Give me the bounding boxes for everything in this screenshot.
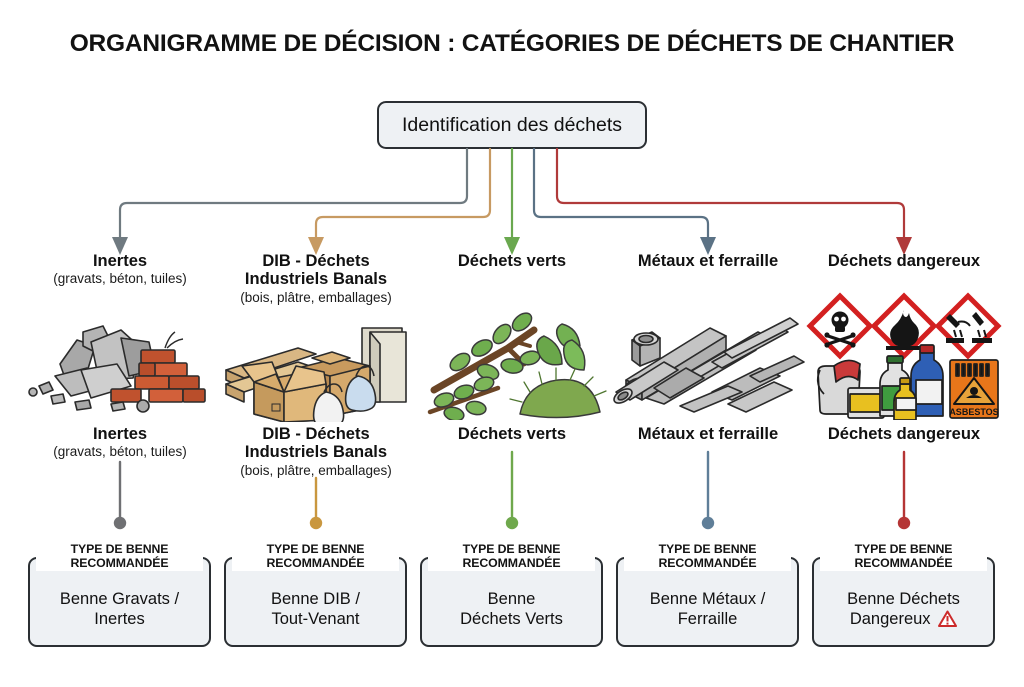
recommendation-legend-line2-inertes: RECOMMANDÉE <box>70 555 169 570</box>
category-title-repeat-inertes-main: Inertes <box>92 425 148 443</box>
category-verts: Déchets verts <box>412 252 612 270</box>
recommendation-line2-metaux: Ferraille <box>677 610 738 629</box>
category-dangereux: Déchets dangereux <box>804 252 1004 270</box>
category-title-repeat-verts-main: Déchets verts <box>457 425 567 443</box>
recommendation-text-verts: Benne Déchets Verts <box>420 589 603 629</box>
metal-pipes-beams-illustration <box>608 306 808 414</box>
recommendation-legend-line2-dib: RECOMMANDÉE <box>266 555 365 570</box>
recommendation-legend-verts: TYPE DE BENNE RECOMMANDÉE <box>428 542 595 571</box>
recommendation-line2-inertes: Inertes <box>94 610 145 629</box>
category-title-repeat-dangereux: Déchets dangereux <box>804 425 1004 443</box>
category-title-dib-line2: Industriels Banals <box>244 270 388 289</box>
stem-dib <box>309 476 323 530</box>
rubble-bricks-illustration <box>20 312 220 420</box>
stem-metaux <box>701 450 715 530</box>
recommendation-line2-dangereux: Dangereux <box>849 610 931 629</box>
category-title-repeat-dangereux-main: Déchets dangereux <box>827 425 981 443</box>
skull-crossbones-icon <box>806 292 874 360</box>
recommendation-legend-line1-metaux: TYPE DE BENNE <box>658 542 757 556</box>
category-title-repeat-metaux: Métaux et ferraille <box>608 425 808 443</box>
recommendation-box-metaux[interactable]: TYPE DE BENNE RECOMMANDÉE Benne Métaux /… <box>616 542 799 647</box>
recommendation-box-inertes[interactable]: TYPE DE BENNE RECOMMANDÉE Benne Gravats … <box>28 542 211 647</box>
asbestos-label: ASBESTOS <box>949 407 998 417</box>
flame-icon <box>870 292 938 360</box>
category-subtitle-inertes: (gravats, béton, tuiles) <box>53 271 187 287</box>
recommendation-line2-dib: Tout-Venant <box>271 610 360 629</box>
recommendation-line1-metaux: Benne Métaux / <box>649 590 766 608</box>
recommendation-text-metaux: Benne Métaux / Ferraille <box>616 589 799 629</box>
category-title-dib: DIB - Déchets Industriels Banals <box>216 252 416 289</box>
category-title-verts: Déchets verts <box>457 252 567 270</box>
recommendation-legend-line1-verts: TYPE DE BENNE <box>462 542 561 556</box>
recommendation-frame-dangereux <box>812 557 995 647</box>
recommendation-legend-dib: TYPE DE BENNE RECOMMANDÉE <box>232 542 399 571</box>
stem-inertes <box>113 460 127 530</box>
recommendation-legend-line1-dangereux: TYPE DE BENNE <box>854 542 953 556</box>
stem-verts <box>505 450 519 530</box>
category-title-repeat-dib-line2: Industriels Banals <box>244 443 388 462</box>
category-metaux: Métaux et ferraille <box>608 252 808 270</box>
cardboard-wood-bags-illustration <box>216 322 416 430</box>
recommendation-text-inertes: Benne Gravats / Inertes <box>28 589 211 629</box>
recommendation-legend-line1-dib: TYPE DE BENNE <box>266 542 365 556</box>
recommendation-legend-line1-inertes: TYPE DE BENNE <box>70 542 169 556</box>
recommendation-legend-inertes: TYPE DE BENNE RECOMMANDÉE <box>36 542 203 571</box>
category-dib: DIB - Déchets Industriels Banals (bois, … <box>216 252 416 305</box>
category-title-repeat-verts: Déchets verts <box>412 425 612 443</box>
category-title-dib-line1: DIB - Déchets <box>262 252 370 270</box>
recommendation-line1-dangereux: Benne Déchets <box>847 590 960 608</box>
connector-verts <box>504 147 520 255</box>
category-subtitle-repeat-inertes: (gravats, béton, tuiles) <box>53 444 187 460</box>
category-title-repeat-inertes: Inertes (gravats, béton, tuiles) <box>20 425 220 460</box>
category-subtitle-repeat-dib: (bois, plâtre, emballages) <box>240 462 392 478</box>
root-node-identification[interactable]: Identification des déchets <box>377 101 647 149</box>
root-node-label: Identification des déchets <box>401 113 623 136</box>
category-title-dangereux: Déchets dangereux <box>827 252 981 270</box>
recommendation-legend-line2-verts: RECOMMANDÉE <box>462 555 561 570</box>
recommendation-legend-dangereux: TYPE DE BENNE RECOMMANDÉE <box>820 542 987 571</box>
recommendation-legend-line2-metaux: RECOMMANDÉE <box>658 555 757 570</box>
page-title: ORGANIGRAMME DE DÉCISION : CATÉGORIES DE… <box>69 30 955 57</box>
category-title-metaux: Métaux et ferraille <box>637 252 779 270</box>
recommendation-line1-inertes: Benne Gravats / <box>59 590 180 608</box>
recommendation-line2-verts: Déchets Verts <box>460 610 563 629</box>
connector-inertes <box>112 147 469 255</box>
recommendation-legend-metaux: TYPE DE BENNE RECOMMANDÉE <box>624 542 791 571</box>
recommendation-line1-verts: Benne <box>487 590 536 608</box>
connector-dangereux <box>555 147 912 255</box>
recommendation-frame-dib <box>224 557 407 647</box>
stem-dangereux <box>897 450 911 530</box>
category-title-repeat-dib-line1: DIB - Déchets <box>262 425 370 443</box>
connector-dib <box>308 147 492 255</box>
recommendation-box-dangereux[interactable]: TYPE DE BENNE RECOMMANDÉE Benne Déchets … <box>812 542 995 647</box>
recommendation-frame-verts <box>420 557 603 647</box>
recommendation-text-dangereux: Benne Déchets Dangereux <box>812 589 995 632</box>
corrosive-icon <box>934 292 1002 360</box>
recommendation-legend-line2-dangereux: RECOMMANDÉE <box>854 555 953 570</box>
recommendation-box-verts[interactable]: TYPE DE BENNE RECOMMANDÉE Benne Déchets … <box>420 542 603 647</box>
recommendation-line1-dib: Benne DIB / <box>271 590 360 608</box>
category-subtitle-dib: (bois, plâtre, emballages) <box>240 289 392 305</box>
warning-triangle-icon <box>938 610 958 632</box>
category-title-repeat-metaux-main: Métaux et ferraille <box>637 425 779 443</box>
category-title-repeat-dib: DIB - Déchets Industriels Banals (bois, … <box>216 425 416 478</box>
hazard-pictograms-chemicals-illustration: ASBESTOS <box>804 292 1004 420</box>
connector-metaux <box>532 147 716 255</box>
recommendation-line2-dangereux-wrap: Dangereux <box>812 609 995 632</box>
category-inertes: Inertes (gravats, béton, tuiles) <box>20 252 220 287</box>
branches-leaves-illustration <box>412 296 612 420</box>
category-title-inertes: Inertes <box>92 252 148 270</box>
recommendation-box-dib[interactable]: TYPE DE BENNE RECOMMANDÉE Benne DIB / To… <box>224 542 407 647</box>
recommendation-text-dib: Benne DIB / Tout-Venant <box>224 589 407 629</box>
